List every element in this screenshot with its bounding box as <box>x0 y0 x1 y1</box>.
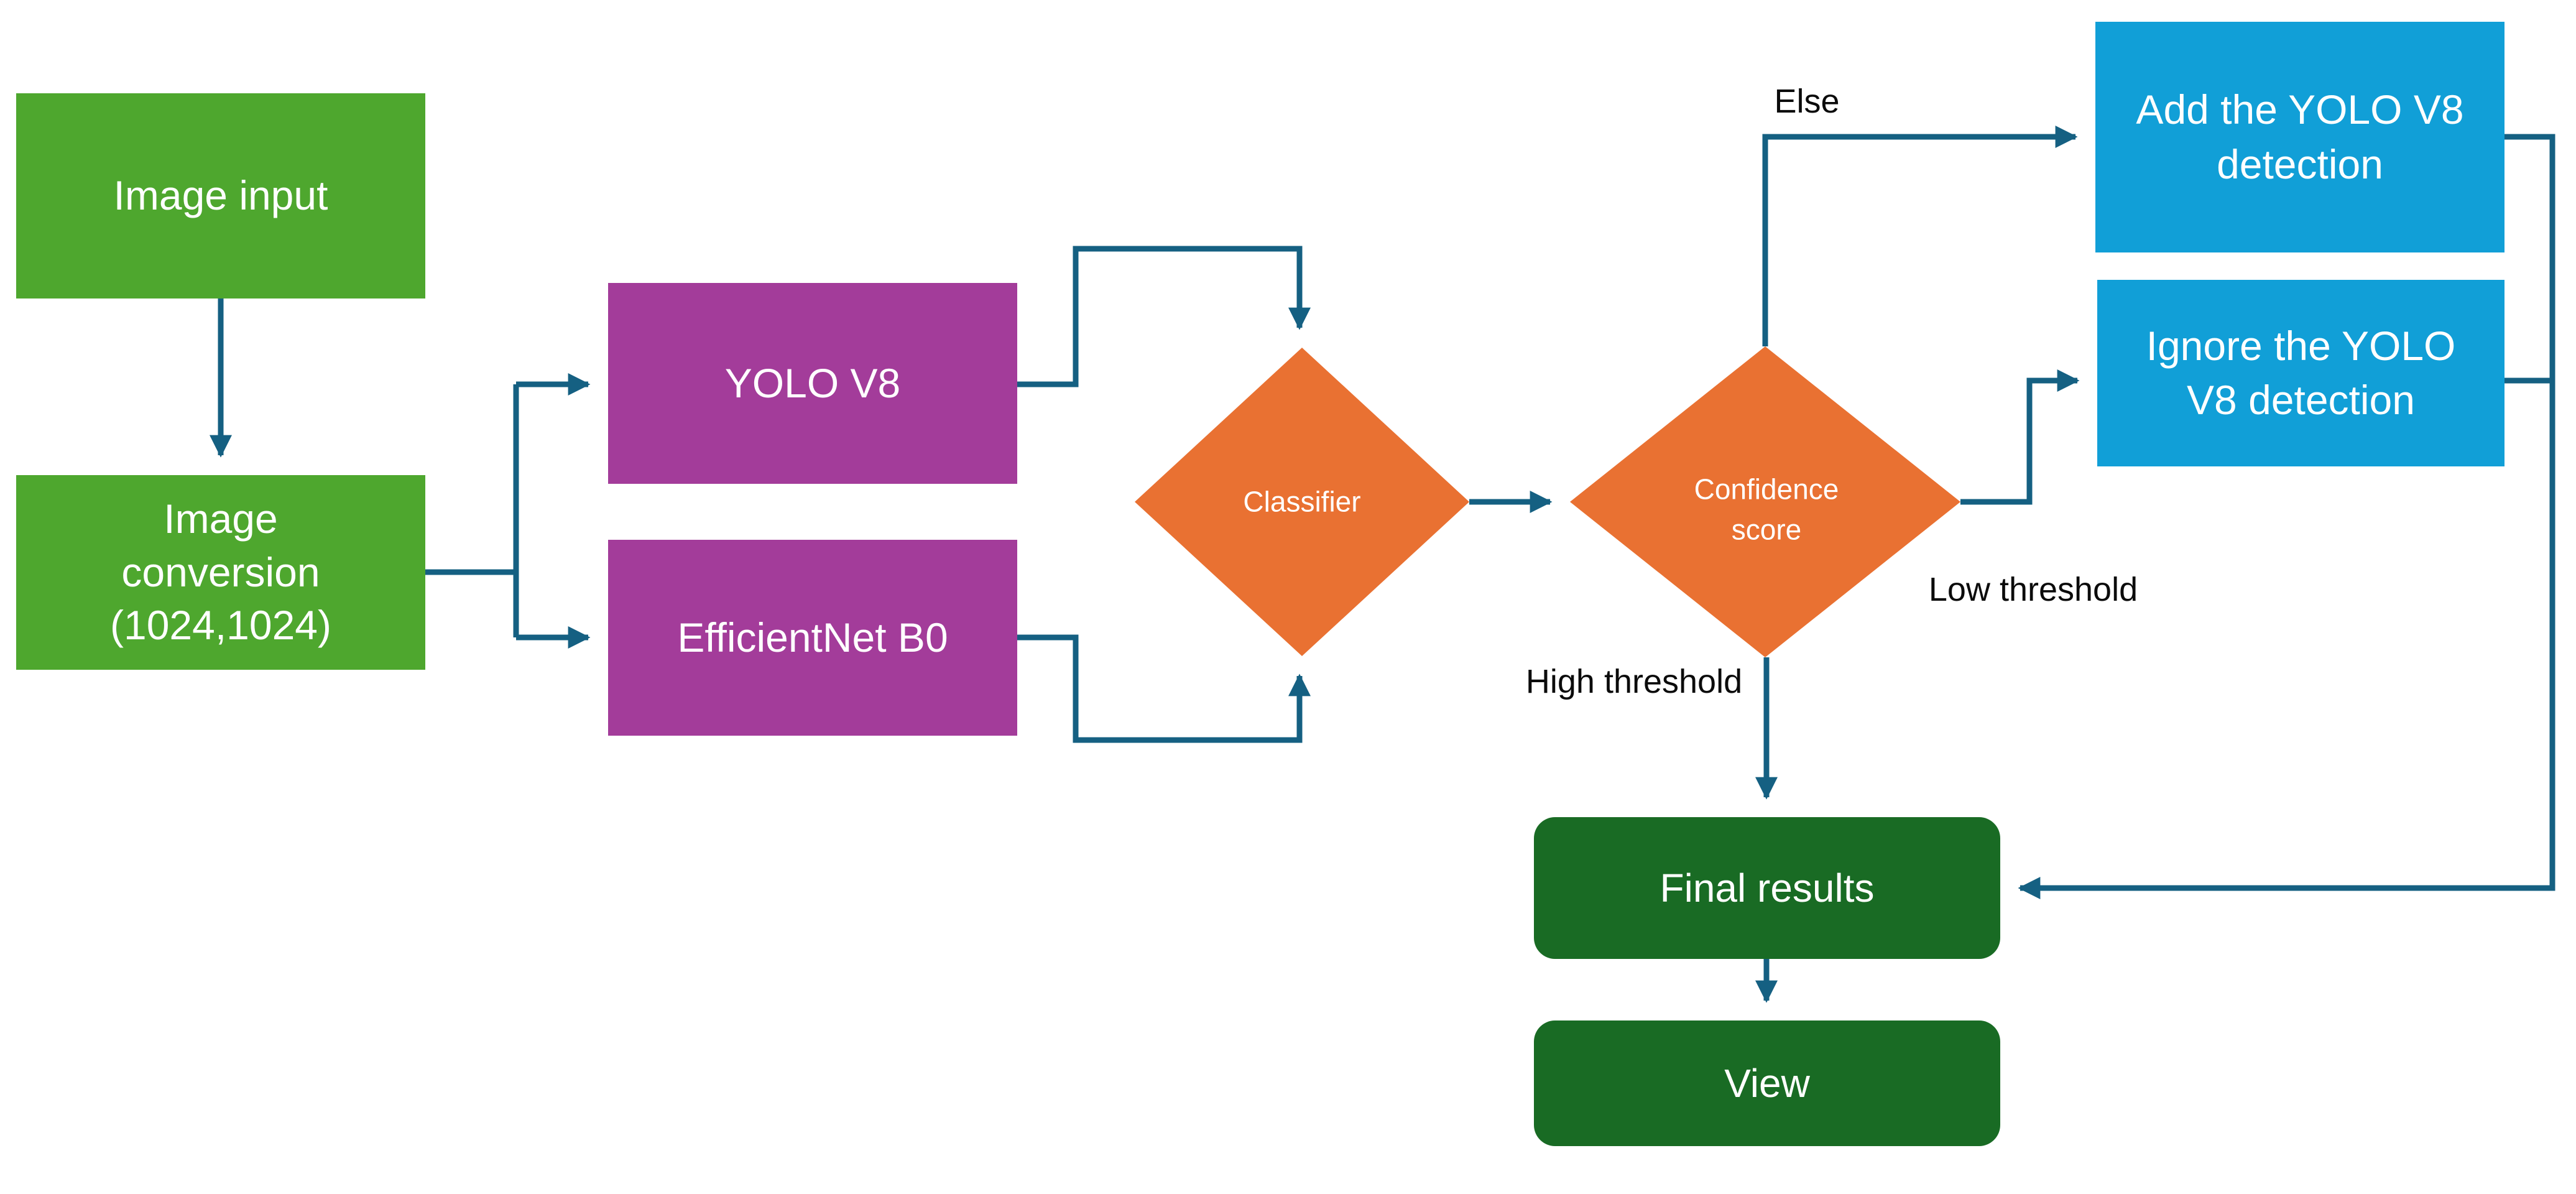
classifier-label-text: Classifier <box>1243 485 1361 518</box>
node-add-yolo-detection-line2: detection <box>2217 141 2383 187</box>
edge-label-else: Else <box>1774 83 1840 120</box>
edge-efficientnet-to-classifier <box>1017 634 1311 743</box>
edge-label-high-threshold: High threshold <box>1525 663 1743 700</box>
node-view-label: View <box>1724 1060 1810 1106</box>
edge-yolo-to-classifier <box>1017 246 1311 387</box>
node-image-conversion-line2: conversion <box>121 548 320 595</box>
node-ignore-yolo-detection-line1: Ignore the YOLO <box>2146 322 2456 369</box>
node-ignore-yolo-detection-line2: V8 detection <box>2187 377 2415 423</box>
edge-low-to-ignore <box>1960 369 2080 505</box>
confidence-label-line1: Confidence <box>1694 473 1839 506</box>
node-add-yolo-detection-line1: Add the YOLO V8 <box>2136 86 2464 133</box>
node-image-input: Image input <box>16 93 425 298</box>
node-final-results-label: Final results <box>1660 865 1875 910</box>
node-final-results: Final results <box>1534 817 2000 959</box>
node-image-conversion: Image conversion (1024,1024) <box>16 475 425 670</box>
edge-add-to-final-trunk <box>2018 134 2555 899</box>
edge-label-low-threshold: Low threshold <box>1928 571 2138 608</box>
node-image-input-label: Image input <box>113 172 328 219</box>
node-ignore-yolo-detection: Ignore the YOLO V8 detection <box>2097 280 2504 466</box>
node-image-conversion-line3: (1024,1024) <box>110 602 331 649</box>
node-yolo-v8: YOLO V8 <box>608 283 1017 484</box>
edge-else-to-add <box>1762 126 2078 346</box>
node-efficientnet-b0: EfficientNet B0 <box>608 540 1017 736</box>
confidence-label-line2: score <box>1731 514 1802 546</box>
confidence-score-diamond-label: Confidence score <box>1694 470 1839 551</box>
node-yolo-v8-label: YOLO V8 <box>724 359 901 406</box>
node-add-yolo-detection: Add the YOLO V8 detection <box>2095 22 2504 252</box>
confidence-score-diamond <box>1570 346 1960 657</box>
node-efficientnet-b0-label: EfficientNet B0 <box>677 614 948 660</box>
classifier-diamond-label: Classifier <box>1243 481 1360 522</box>
node-image-conversion-line1: Image <box>164 495 278 542</box>
classifier-diamond <box>1135 348 1469 656</box>
node-view: View <box>1534 1020 2000 1146</box>
